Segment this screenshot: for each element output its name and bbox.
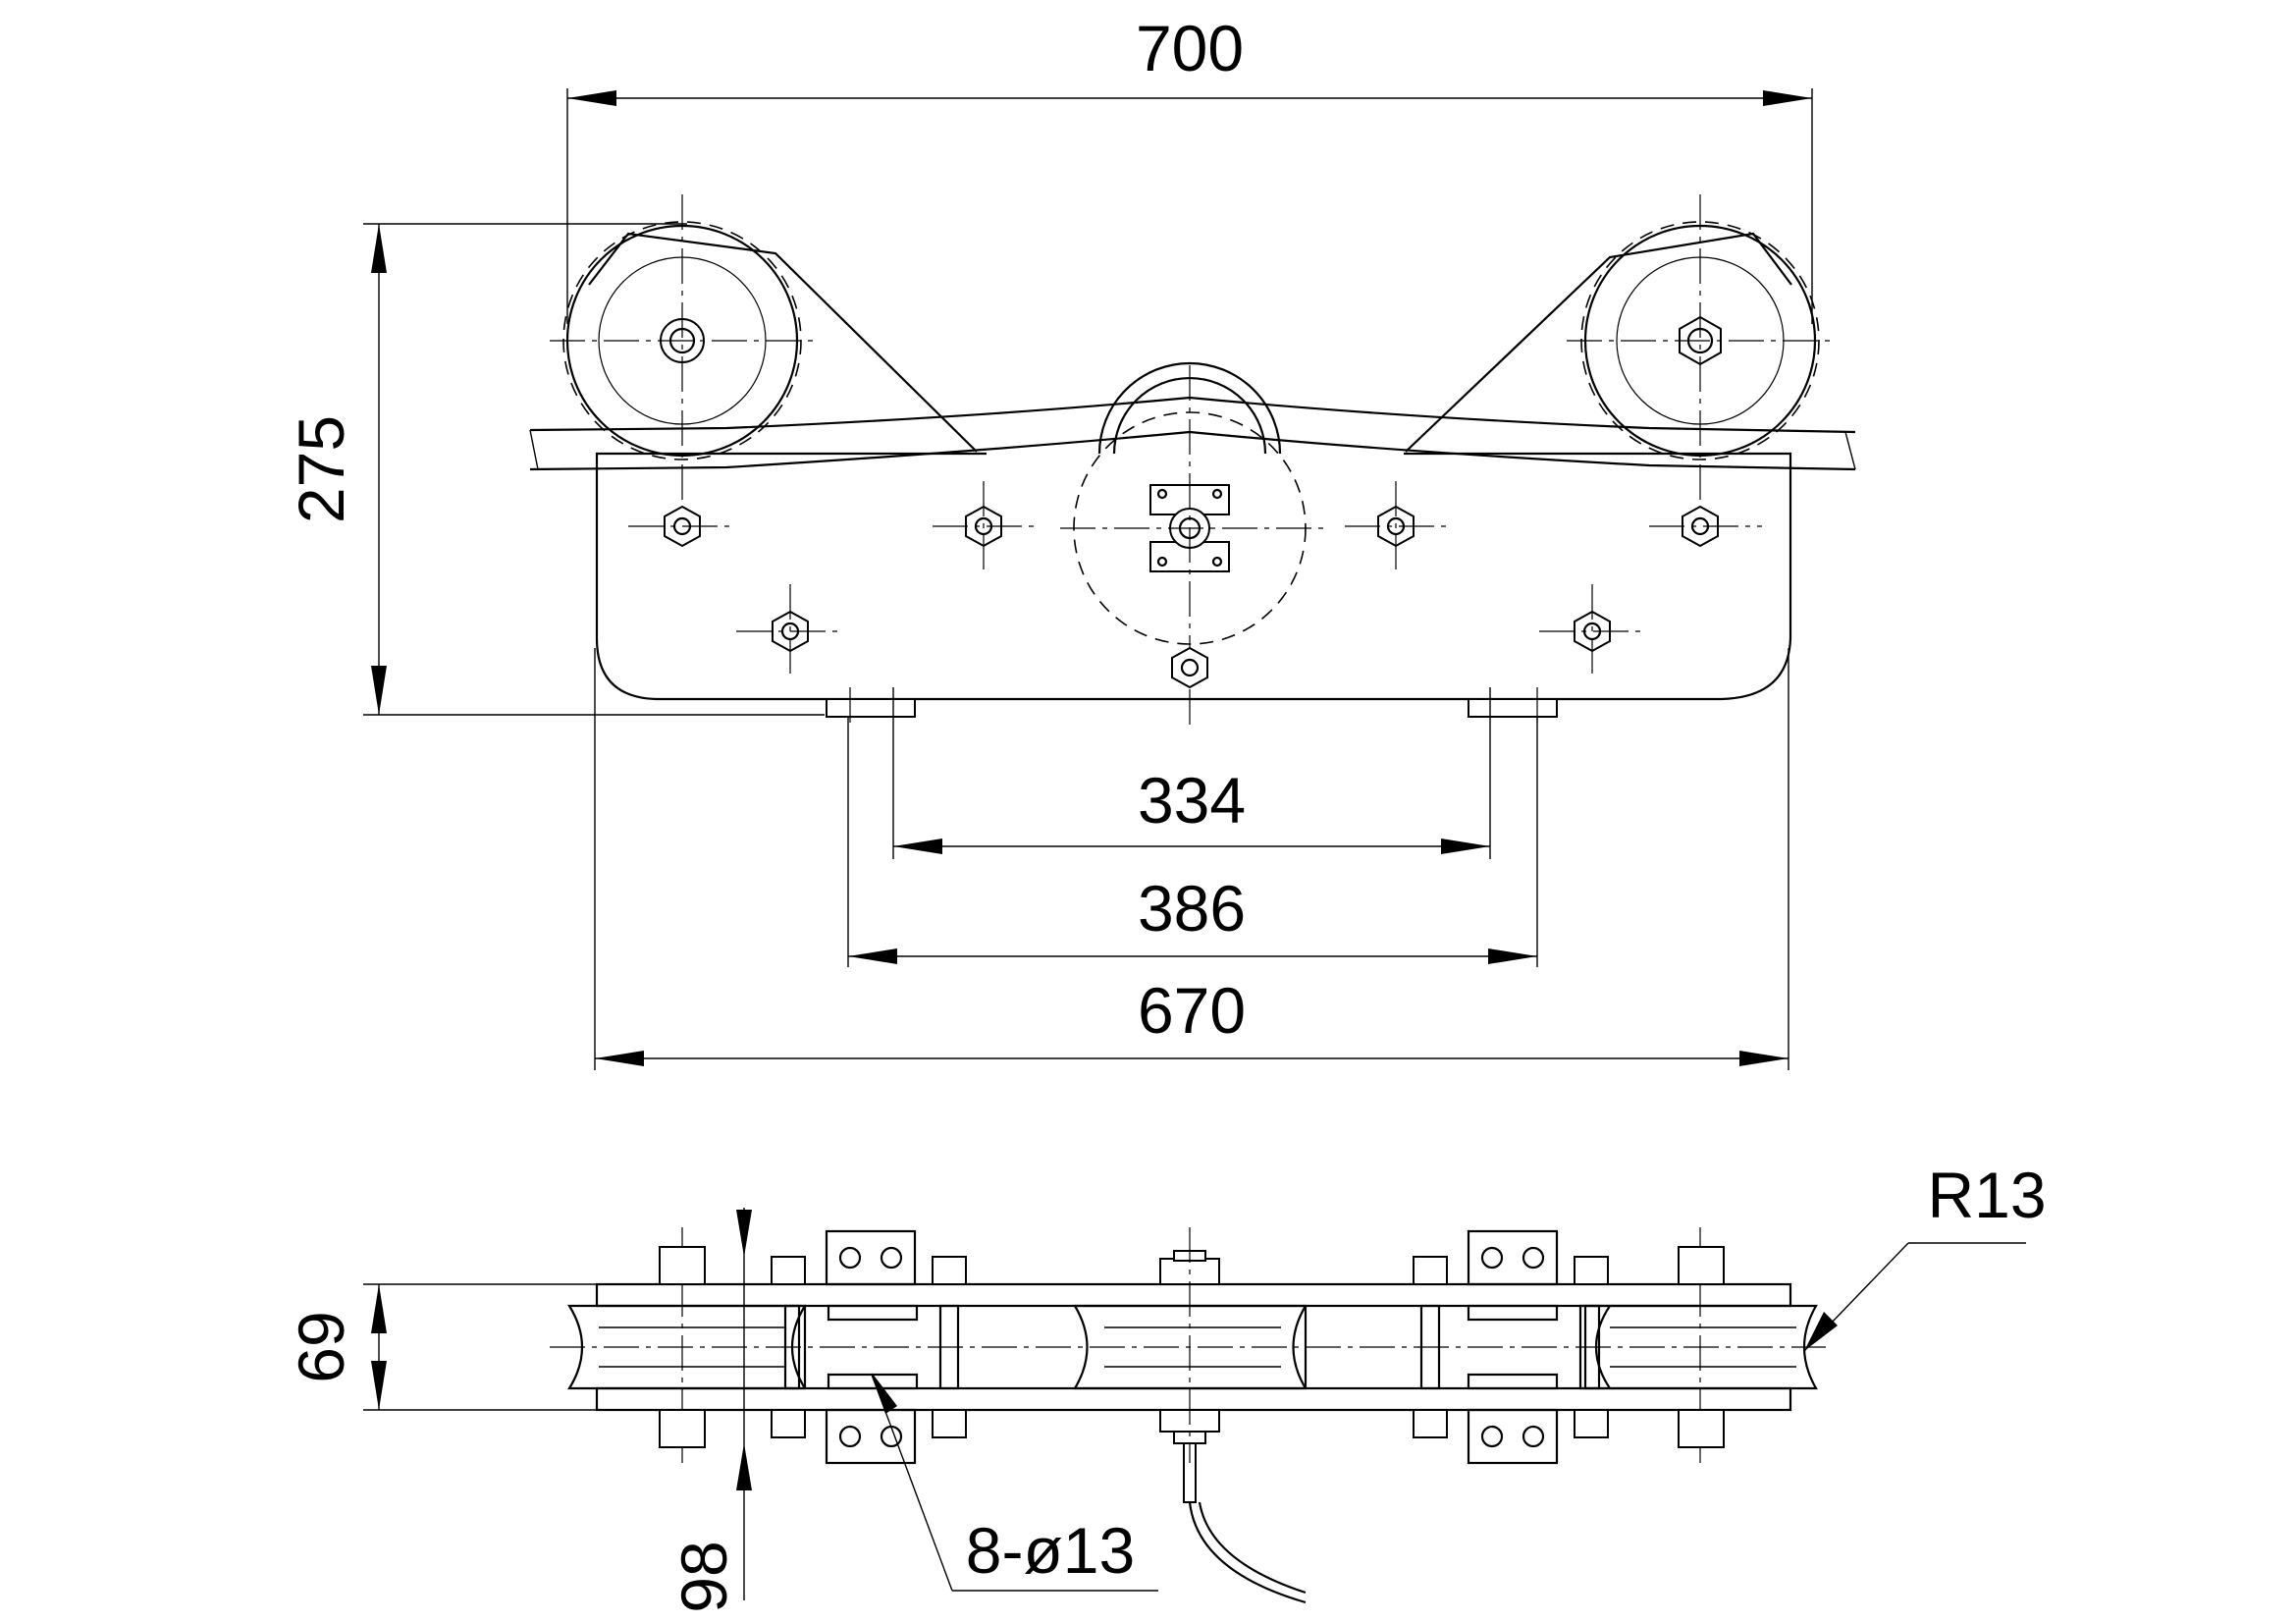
plan-bolts [659,1246,1725,1448]
dim-275: 275 [285,223,825,716]
dim-670: 670 [594,648,1789,1070]
left-foot [826,698,916,718]
main-plate [595,452,1792,701]
front-view: 700 275 [285,12,1856,1070]
dim-69: 69 [285,1283,599,1411]
dim-334: 334 [892,687,1491,859]
dim-holes: 8-ø13 [871,1373,1158,1592]
spacers [783,1304,1601,1390]
dim-386-label: 386 [1138,872,1246,945]
bolt-nut-icon [1345,481,1448,569]
dim-radius-label: R13 [1927,1159,2046,1231]
bolt-nut-icon [1649,505,1762,548]
rope-upper [529,396,1856,434]
right-wheel [1405,194,1836,501]
dim-700: 700 [566,12,1813,324]
dim-275-label: 275 [285,415,357,523]
lower-side-plate [595,1386,1792,1412]
dim-holes-label: 8-ø13 [966,1514,1135,1587]
dim-radius: R13 [1803,1159,2047,1352]
right-foot [1468,698,1558,718]
center-roller [1073,1304,1308,1390]
bolt-row [628,481,1762,689]
dim-700-label: 700 [1136,12,1244,84]
mount-blocks [825,1229,1559,1465]
dim-386: 386 [847,717,1538,967]
sensor-connector [1159,1227,1307,1604]
center-wheel [1060,361,1325,727]
dim-69-label: 69 [285,1311,357,1382]
left-wheel [550,194,978,501]
plan-view: 69 98 8-ø13 R13 [285,1159,2047,1613]
bolt-nut-icon [1171,646,1208,689]
dim-98: 98 [667,1208,752,1613]
bolt-nut-icon [933,481,1036,569]
dim-670-label: 670 [1138,974,1246,1047]
bolt-nut-icon [628,505,736,548]
bolt-nut-icon [736,584,844,677]
dim-98-label: 98 [667,1541,740,1612]
bolt-nut-icon [1539,584,1647,677]
dim-334-label: 334 [1138,764,1246,837]
upper-side-plate [595,1282,1792,1308]
